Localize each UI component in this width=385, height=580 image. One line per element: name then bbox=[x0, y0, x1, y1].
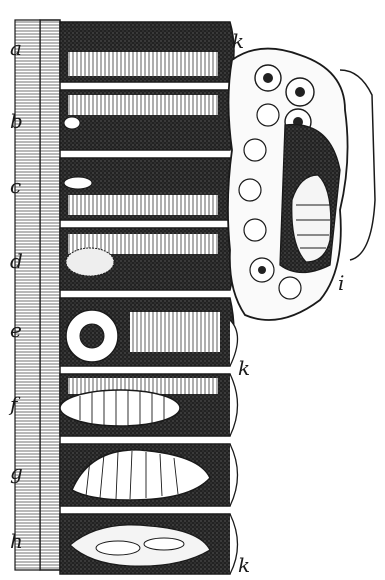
queen-cell-cluster bbox=[228, 49, 348, 320]
cell-d bbox=[60, 228, 234, 290]
young-larva bbox=[64, 177, 92, 189]
cell-b bbox=[60, 90, 234, 150]
queen-pupa bbox=[292, 175, 331, 262]
row-label-d: d bbox=[10, 249, 23, 273]
stretched-larva bbox=[60, 390, 180, 426]
cell-f bbox=[60, 374, 234, 436]
row-label-a: a bbox=[10, 36, 22, 60]
comb-frame bbox=[15, 20, 60, 570]
cell-e bbox=[60, 298, 234, 366]
cap-label-middle: k bbox=[238, 356, 250, 380]
cell-a bbox=[60, 22, 234, 82]
coiled-larva bbox=[66, 248, 114, 276]
row-label-c: c bbox=[10, 174, 21, 198]
cell-caps bbox=[230, 320, 238, 574]
cell-g bbox=[60, 444, 234, 506]
cell-c bbox=[60, 158, 234, 220]
row-label-b: b bbox=[10, 109, 23, 133]
inset-label: i bbox=[338, 271, 344, 295]
cap-label-bottom: k bbox=[238, 553, 250, 577]
cell-rows bbox=[60, 22, 234, 574]
egg bbox=[64, 117, 80, 129]
row-label-g: g bbox=[10, 460, 23, 484]
cap-label-top: k bbox=[232, 29, 244, 53]
row-label-e: e bbox=[10, 318, 22, 342]
row-label-h: h bbox=[10, 529, 23, 553]
cell-h bbox=[60, 514, 234, 574]
